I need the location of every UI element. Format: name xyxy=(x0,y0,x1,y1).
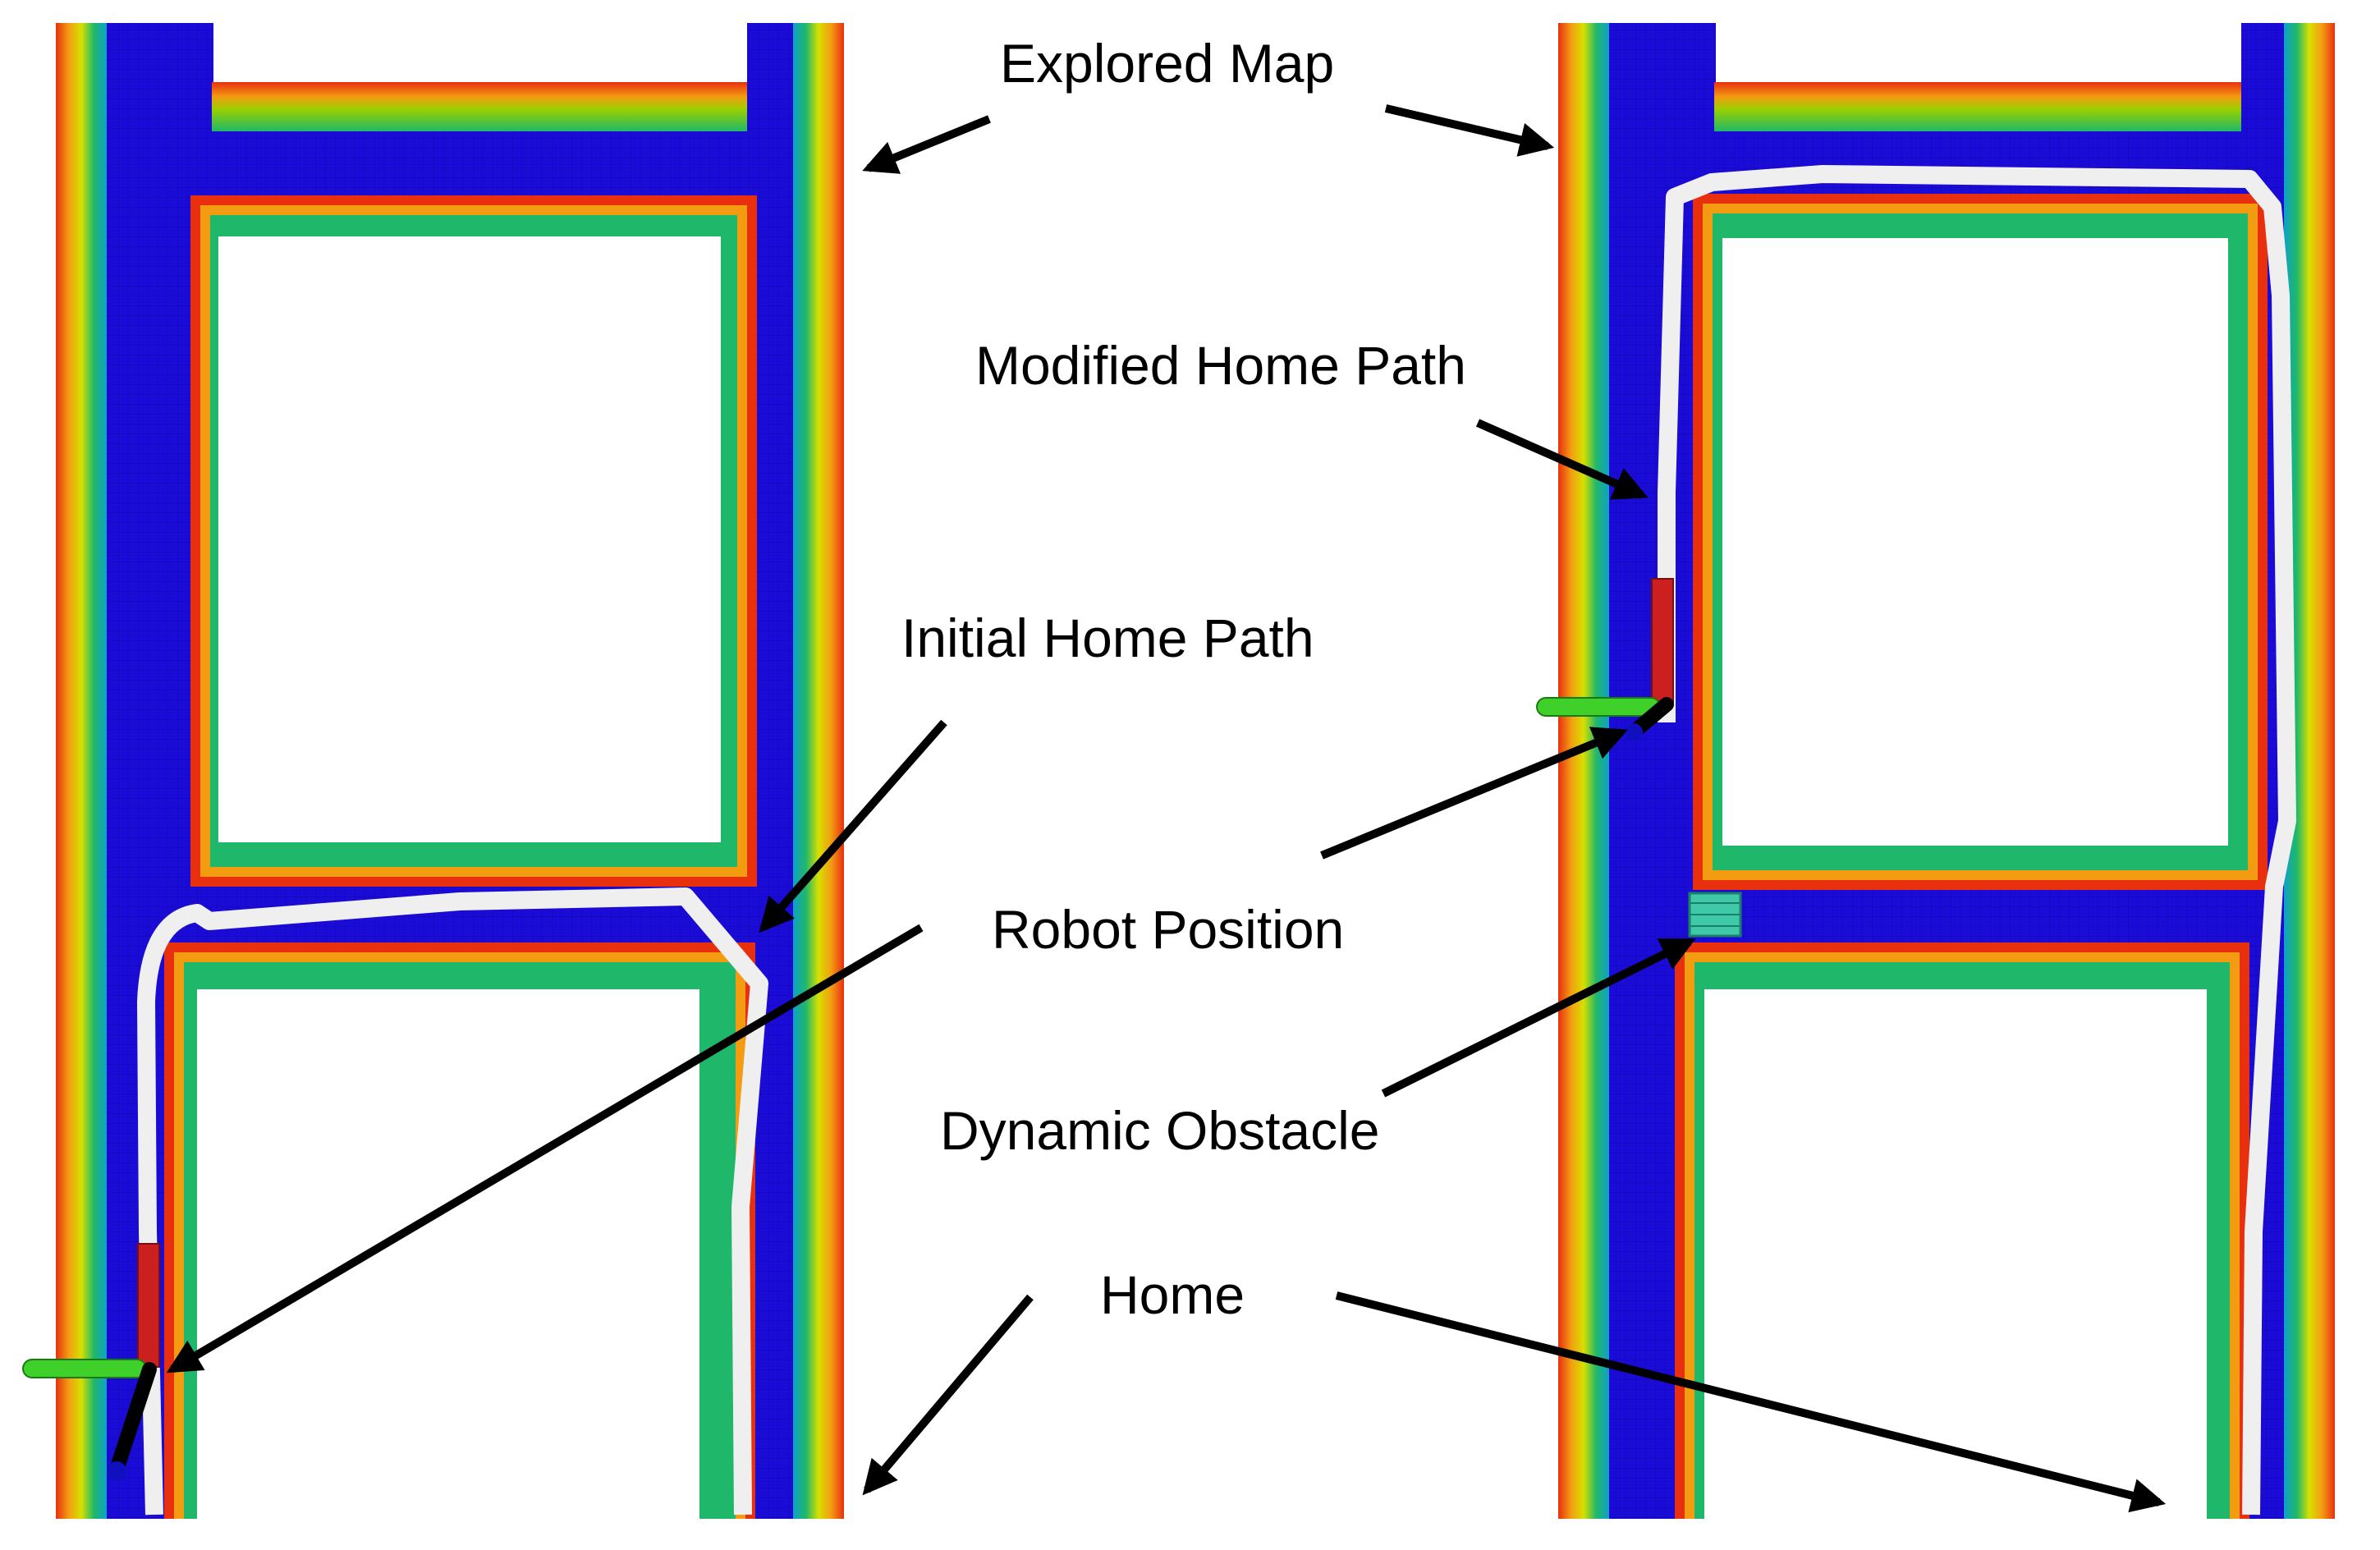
right-outer-wall xyxy=(793,23,844,1519)
arrow-modified-home-path xyxy=(1475,419,1649,500)
label-initial-home-path: Initial Home Path xyxy=(901,608,1314,668)
robot-axes-icon-right xyxy=(1536,578,1674,741)
arrow-home-right xyxy=(1335,1291,2167,1513)
right-upper-room xyxy=(1722,238,2228,846)
initial-home-path xyxy=(137,887,768,1516)
left-outer-wall xyxy=(56,23,107,1519)
left-map-panel xyxy=(22,23,844,1519)
annotation-arrows xyxy=(166,104,2167,1513)
arrow-robot-position-left xyxy=(166,924,924,1373)
label-dynamic-obstacle: Dynamic Obstacle xyxy=(940,1100,1380,1161)
label-explored-map: Explored Map xyxy=(1000,33,1334,94)
arrow-explored-map-right xyxy=(1384,104,1555,157)
label-modified-home-path: Modified Home Path xyxy=(975,335,1466,396)
arrow-dynamic-obstacle xyxy=(1381,938,1696,1098)
right-outer-wall-left xyxy=(1558,23,1609,1519)
arrow-explored-map-left xyxy=(862,115,991,174)
arrow-robot-position-right xyxy=(1320,727,1628,860)
arrow-initial-home-path xyxy=(759,719,947,933)
arrow-home-left xyxy=(862,1294,1034,1496)
robot-axes-icon xyxy=(22,1243,160,1481)
modified-home-path xyxy=(1658,165,2296,1516)
label-home: Home xyxy=(1100,1264,1245,1325)
left-upper-room xyxy=(218,236,721,842)
obstacle-block-icon xyxy=(1688,892,1742,938)
left-lower-room xyxy=(197,989,699,1519)
label-robot-position: Robot Position xyxy=(992,899,1344,960)
right-map-panel xyxy=(1536,23,2335,1519)
right-lower-room xyxy=(1704,989,2207,1519)
